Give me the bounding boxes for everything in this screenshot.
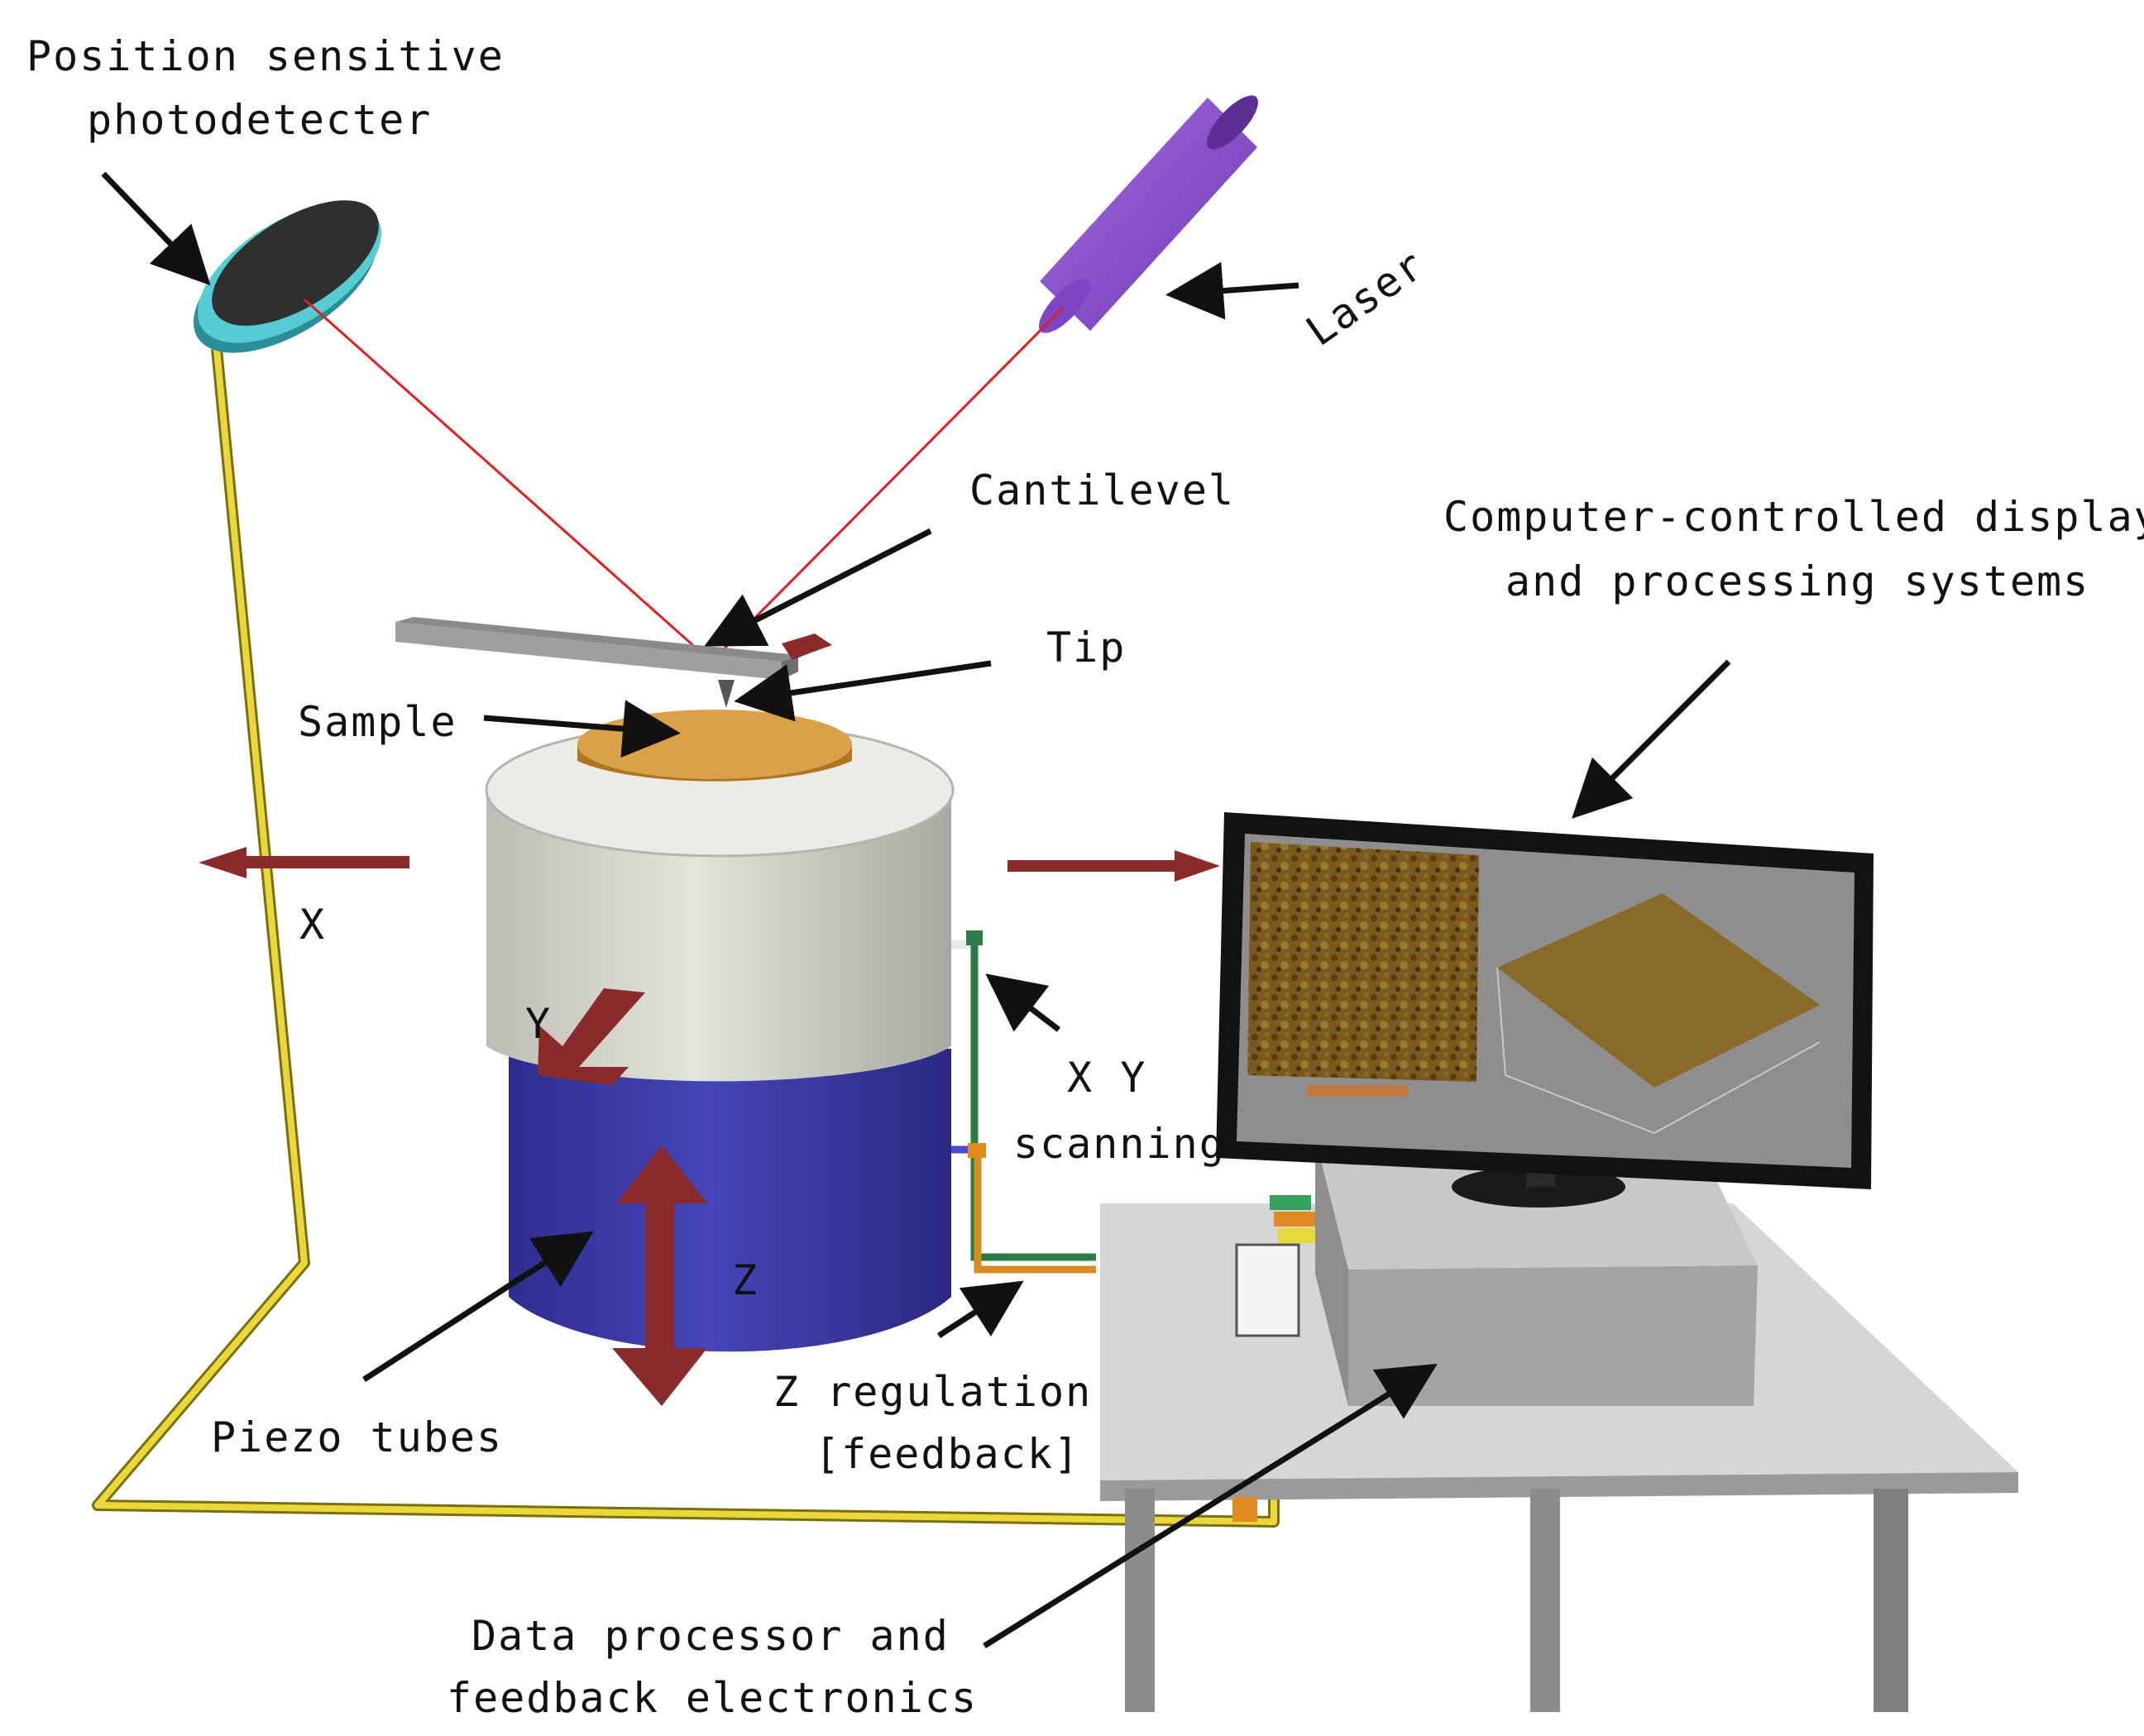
piezo-label: Piezo tubes bbox=[211, 1413, 503, 1461]
xy-scanning-label-line2: scanning bbox=[1013, 1120, 1226, 1168]
psd-label-line2: photodetecter bbox=[87, 96, 432, 144]
computer-label-line2: and processing systems bbox=[1505, 557, 2089, 605]
computer-pointer-arrow bbox=[1572, 659, 1731, 819]
cantilever-direction-arrow bbox=[782, 634, 832, 660]
monitor-icon bbox=[1216, 812, 1874, 1208]
y-direction-arrow bbox=[538, 988, 645, 1085]
xy-scanning-label-line1: X Y bbox=[1067, 1054, 1146, 1102]
data-processor-label-line1: Data processor and bbox=[471, 1612, 950, 1660]
table-connectors bbox=[1235, 1195, 1319, 1337]
data-processor-label-line2: feedback electronics bbox=[447, 1674, 978, 1722]
data-processor-pointer-arrow bbox=[983, 1363, 1438, 1648]
cantilever-pointer-arrow bbox=[704, 528, 932, 647]
color-scale-bar bbox=[1307, 1085, 1408, 1097]
axis-y-label: Y bbox=[525, 1000, 550, 1048]
computer-label-line1: Computer-controlled display bbox=[1443, 493, 2144, 541]
scanning-cables bbox=[951, 930, 1096, 1274]
sample-label: Sample bbox=[298, 698, 457, 746]
z-regulation-label-line1: Z regulation bbox=[773, 1368, 1092, 1416]
labels: Position sensitive photodetecter Laser C… bbox=[26, 32, 2144, 1722]
tip-pointer-arrow bbox=[734, 660, 992, 722]
signal-arrow-to-monitor bbox=[1007, 850, 1220, 882]
laser-pointer-arrow bbox=[1165, 261, 1299, 320]
tip-icon bbox=[718, 680, 735, 708]
z-regulation-pointer-arrow bbox=[937, 1280, 1024, 1338]
afm-3d-surface bbox=[1497, 893, 1820, 1088]
z-regulation-label-line2: [feedback] bbox=[815, 1430, 1080, 1478]
xy-scanning-pointer-arrow bbox=[985, 973, 1061, 1032]
tip-label: Tip bbox=[1046, 624, 1126, 672]
psd-pointer-arrow bbox=[101, 171, 211, 286]
psd-label-line1: Position sensitive bbox=[26, 32, 505, 80]
piezo-pointer-arrow bbox=[362, 1231, 594, 1382]
sample-pointer-arrow bbox=[483, 700, 681, 758]
afm-2d-image bbox=[1247, 842, 1479, 1082]
x-direction-arrow bbox=[199, 847, 409, 878]
z-direction-arrow bbox=[612, 1145, 707, 1406]
photodetector-icon bbox=[194, 200, 381, 353]
laser-beam bbox=[304, 298, 1065, 663]
pointer-arrows bbox=[101, 171, 1731, 1648]
sample-icon bbox=[577, 710, 852, 782]
axis-x-label: X bbox=[299, 901, 324, 949]
axis-z-label: Z bbox=[732, 1256, 757, 1304]
cantilever-label: Cantilevel bbox=[969, 466, 1235, 514]
